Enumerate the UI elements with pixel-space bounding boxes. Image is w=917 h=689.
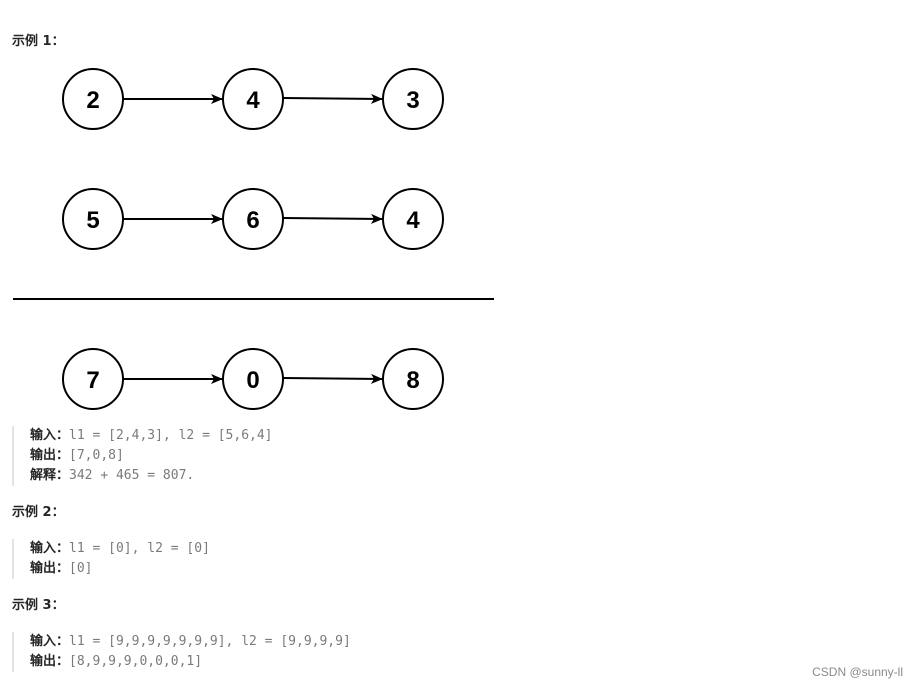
arrow-l2-1	[282, 213, 383, 224]
example-1-block: 输入：l1 = [2,4,3], l2 = [5,6,4] 输出：[7,0,8]…	[12, 426, 273, 486]
list-2: 5 6 4	[62, 188, 444, 250]
list-1: 2 4 3	[62, 68, 444, 130]
node-l2-1	[222, 188, 284, 250]
output-value: [0]	[69, 561, 93, 576]
input-label: 输入：	[30, 634, 70, 649]
input-value: l1 = [9,9,9,9,9,9,9], l2 = [9,9,9,9]	[69, 634, 351, 649]
node-l1-1-label: 4	[246, 87, 260, 114]
example-2-heading: 示例 2：	[12, 505, 65, 520]
example-3-input-line: 输入：l1 = [9,9,9,9,9,9,9], l2 = [9,9,9,9]	[30, 632, 351, 652]
example-3-heading: 示例 3：	[12, 598, 65, 613]
input-value: l1 = [2,4,3], l2 = [5,6,4]	[69, 428, 273, 443]
node-result-0-label: 7	[86, 367, 99, 394]
node-result-0	[62, 348, 124, 410]
node-l2-2-label: 4	[406, 207, 420, 234]
output-value: [8,9,9,9,0,0,0,1]	[69, 654, 203, 669]
example-3-output-line: 输出：[8,9,9,9,0,0,0,1]	[30, 652, 351, 672]
example-1-heading: 示例 1：	[12, 34, 65, 49]
node-l1-0	[62, 68, 124, 130]
example-2-output-line: 输出：[0]	[30, 559, 210, 579]
explanation-value: 342 + 465 = 807.	[69, 468, 195, 483]
example-2-input-line: 输入：l1 = [0], l2 = [0]	[30, 539, 210, 559]
node-result-1	[222, 348, 284, 410]
node-result-1-label: 0	[246, 367, 259, 394]
example-1-explanation-line: 解释：342 + 465 = 807.	[30, 466, 273, 486]
node-l2-2	[382, 188, 444, 250]
output-label: 输出：	[30, 654, 70, 669]
input-label: 输入：	[30, 428, 70, 443]
node-result-2-label: 8	[406, 367, 419, 394]
input-value: l1 = [0], l2 = [0]	[69, 541, 210, 556]
node-l2-0-label: 5	[86, 207, 99, 234]
input-label: 输入：	[30, 541, 70, 556]
node-l1-2-label: 3	[406, 87, 419, 114]
node-l1-0-label: 2	[86, 87, 99, 114]
example-1-output-line: 输出：[7,0,8]	[30, 446, 273, 466]
node-l1-1	[222, 68, 284, 130]
arrow-result-1	[282, 373, 383, 384]
example-3-block: 输入：l1 = [9,9,9,9,9,9,9], l2 = [9,9,9,9] …	[12, 632, 351, 672]
output-label: 输出：	[30, 448, 70, 463]
node-result-2	[382, 348, 444, 410]
output-label: 输出：	[30, 561, 70, 576]
result-list: 7 0 8	[62, 348, 444, 410]
output-value: [7,0,8]	[69, 448, 124, 463]
csdn-watermark: CSDN @sunny-ll	[812, 665, 903, 679]
example-2-block: 输入：l1 = [0], l2 = [0] 输出：[0]	[12, 539, 210, 579]
explanation-label: 解释：	[30, 468, 70, 483]
node-l2-0	[62, 188, 124, 250]
arrow-l1-1	[282, 93, 383, 104]
node-l1-2	[382, 68, 444, 130]
node-l2-1-label: 6	[246, 207, 259, 234]
example-1-input-line: 输入：l1 = [2,4,3], l2 = [5,6,4]	[30, 426, 273, 446]
